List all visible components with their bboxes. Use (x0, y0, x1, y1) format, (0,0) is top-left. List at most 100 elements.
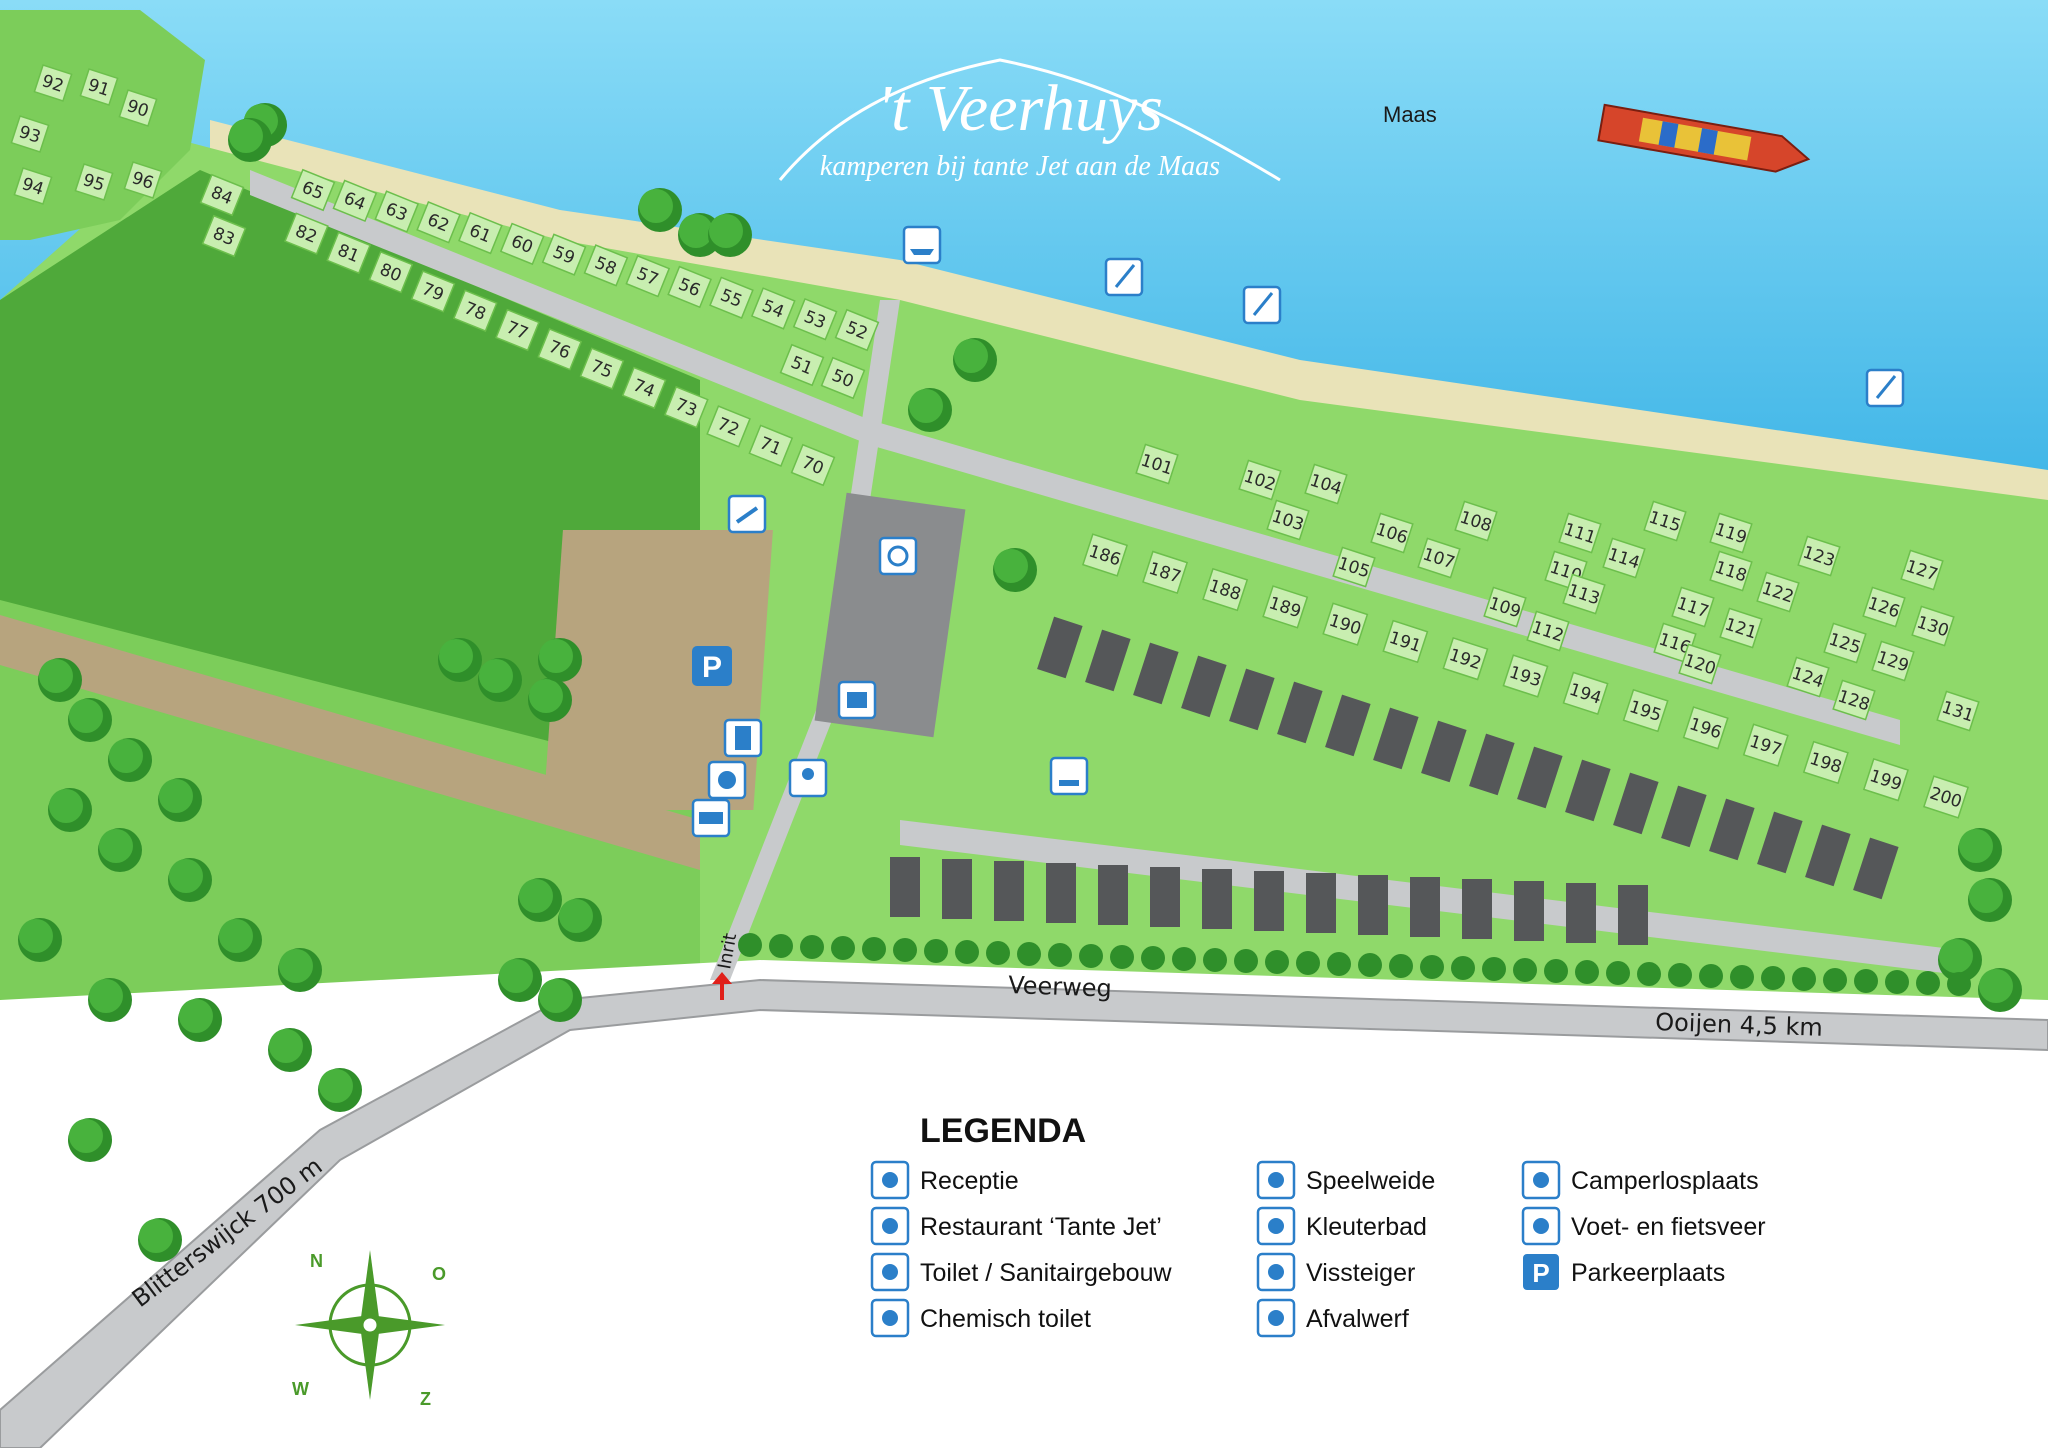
pitch-93[interactable]: 93 (10, 115, 50, 153)
pitch-197[interactable]: 197 (1742, 723, 1789, 767)
pitch-91[interactable]: 91 (79, 68, 119, 106)
pitch-188[interactable]: 188 (1202, 567, 1249, 612)
pitch-113[interactable]: 113 (1562, 573, 1606, 615)
pitch-129[interactable]: 129 (1871, 640, 1915, 682)
pitch-103[interactable]: 103 (1266, 499, 1310, 541)
map-fishing-icon-3[interactable] (1865, 368, 1905, 408)
pitch-127[interactable]: 127 (1900, 549, 1944, 591)
pitch-54[interactable]: 54 (750, 287, 796, 330)
pitch-94[interactable]: 94 (13, 167, 53, 205)
pitch-117[interactable]: 117 (1671, 586, 1715, 628)
map-parking-icon[interactable]: P (692, 646, 732, 686)
pitch-55[interactable]: 55 (709, 276, 754, 319)
pitch-131[interactable]: 131 (1936, 690, 1980, 732)
pitch-199[interactable]: 199 (1862, 757, 1909, 802)
map-camper-service-icon[interactable] (691, 798, 731, 838)
pitch-190[interactable]: 190 (1322, 602, 1369, 646)
pitch-196[interactable]: 196 (1682, 706, 1729, 750)
pitch-128[interactable]: 128 (1832, 679, 1876, 721)
pitch-198[interactable]: 198 (1802, 740, 1849, 785)
map-fishing-icon-1[interactable] (1104, 257, 1144, 297)
pitch-90[interactable]: 90 (118, 89, 158, 127)
pitch-81[interactable]: 81 (326, 231, 372, 275)
pitch-58[interactable]: 58 (583, 244, 629, 287)
pitch-61[interactable]: 61 (458, 211, 503, 255)
pitch-102[interactable]: 102 (1238, 459, 1282, 501)
map-restaurant-icon[interactable] (878, 536, 918, 576)
map-reception-icon[interactable] (788, 758, 828, 798)
pitch-194[interactable]: 194 (1562, 671, 1609, 716)
pitch-71[interactable]: 71 (748, 424, 794, 467)
map-recycling-icon[interactable] (707, 760, 747, 800)
map-fishing-icon-2[interactable] (1242, 285, 1282, 325)
pitch-124[interactable]: 124 (1786, 656, 1830, 698)
pitch-84[interactable]: 84 (199, 173, 245, 217)
pitch-104[interactable]: 104 (1304, 463, 1348, 505)
pitch-73[interactable]: 73 (663, 385, 709, 429)
camper-slot (1037, 616, 1083, 679)
tree (228, 118, 272, 162)
pitch-60[interactable]: 60 (499, 222, 545, 266)
map-ferry-icon[interactable] (902, 225, 942, 265)
pitch-111[interactable]: 111 (1558, 512, 1602, 554)
pitch-191[interactable]: 191 (1382, 619, 1429, 664)
pitch-125[interactable]: 125 (1823, 622, 1867, 664)
pitch-62[interactable]: 62 (416, 201, 461, 244)
pitch-96[interactable]: 96 (123, 161, 163, 199)
map-chemical-toilet-icon[interactable] (723, 718, 763, 758)
pitch-107[interactable]: 107 (1417, 537, 1461, 579)
map-paddling-pool-icon[interactable] (1049, 756, 1089, 796)
pitch-130[interactable]: 130 (1911, 605, 1955, 647)
pitch-95[interactable]: 95 (74, 163, 114, 201)
pitch-70[interactable]: 70 (790, 443, 836, 487)
pitch-51[interactable]: 51 (779, 343, 825, 387)
hedge-tree (1451, 956, 1475, 980)
pitch-101[interactable]: 101 (1135, 443, 1179, 485)
pitch-189[interactable]: 189 (1262, 585, 1309, 629)
pitch-114[interactable]: 114 (1602, 537, 1646, 579)
map-toilet-building-icon[interactable] (837, 680, 877, 720)
pitch-106[interactable]: 106 (1370, 512, 1414, 554)
pitch-119[interactable]: 119 (1709, 512, 1753, 554)
pitch-108[interactable]: 108 (1454, 500, 1498, 542)
pitch-76[interactable]: 76 (537, 328, 583, 371)
pitch-53[interactable]: 53 (792, 297, 838, 341)
pitch-126[interactable]: 126 (1862, 586, 1906, 628)
pitch-77[interactable]: 77 (495, 308, 540, 352)
pitch-118[interactable]: 118 (1709, 550, 1753, 592)
map-playground-icon[interactable] (727, 494, 767, 534)
pitch-192[interactable]: 192 (1442, 636, 1489, 681)
pitch-63[interactable]: 63 (374, 190, 420, 233)
pitch-121[interactable]: 121 (1719, 607, 1763, 649)
pitch-123[interactable]: 123 (1797, 535, 1841, 577)
pitch-115[interactable]: 115 (1643, 500, 1687, 542)
pitch-195[interactable]: 195 (1622, 688, 1669, 733)
pitch-105[interactable]: 105 (1332, 546, 1376, 588)
pitch-187[interactable]: 187 (1142, 550, 1189, 595)
pitch-193[interactable]: 193 (1502, 654, 1549, 698)
pitch-65[interactable]: 65 (290, 168, 336, 212)
pitch-109[interactable]: 109 (1483, 586, 1527, 628)
pitch-122[interactable]: 122 (1756, 571, 1800, 613)
pitch-72[interactable]: 72 (706, 405, 751, 448)
hedge-tree (1699, 964, 1723, 988)
pitch-50[interactable]: 50 (820, 356, 866, 400)
pitch-75[interactable]: 75 (579, 347, 625, 390)
pitch-56[interactable]: 56 (667, 265, 712, 309)
pitch-52[interactable]: 52 (834, 308, 880, 352)
pitch-83[interactable]: 83 (201, 214, 247, 258)
pitch-92[interactable]: 92 (33, 64, 73, 102)
pitch-186[interactable]: 186 (1081, 533, 1129, 577)
pitch-80[interactable]: 80 (368, 250, 414, 294)
pitch-112[interactable]: 112 (1526, 610, 1570, 652)
pitch-82[interactable]: 82 (284, 212, 329, 255)
pitch-79[interactable]: 79 (410, 270, 456, 313)
pitch-59[interactable]: 59 (541, 233, 587, 276)
pitch-78[interactable]: 78 (452, 289, 498, 332)
pitch-120[interactable]: 120 (1678, 643, 1722, 685)
pitch-57[interactable]: 57 (625, 254, 671, 298)
pitch-74[interactable]: 74 (621, 366, 667, 410)
pitch-64[interactable]: 64 (332, 179, 378, 223)
pitch-200[interactable]: 200 (1922, 775, 1970, 819)
